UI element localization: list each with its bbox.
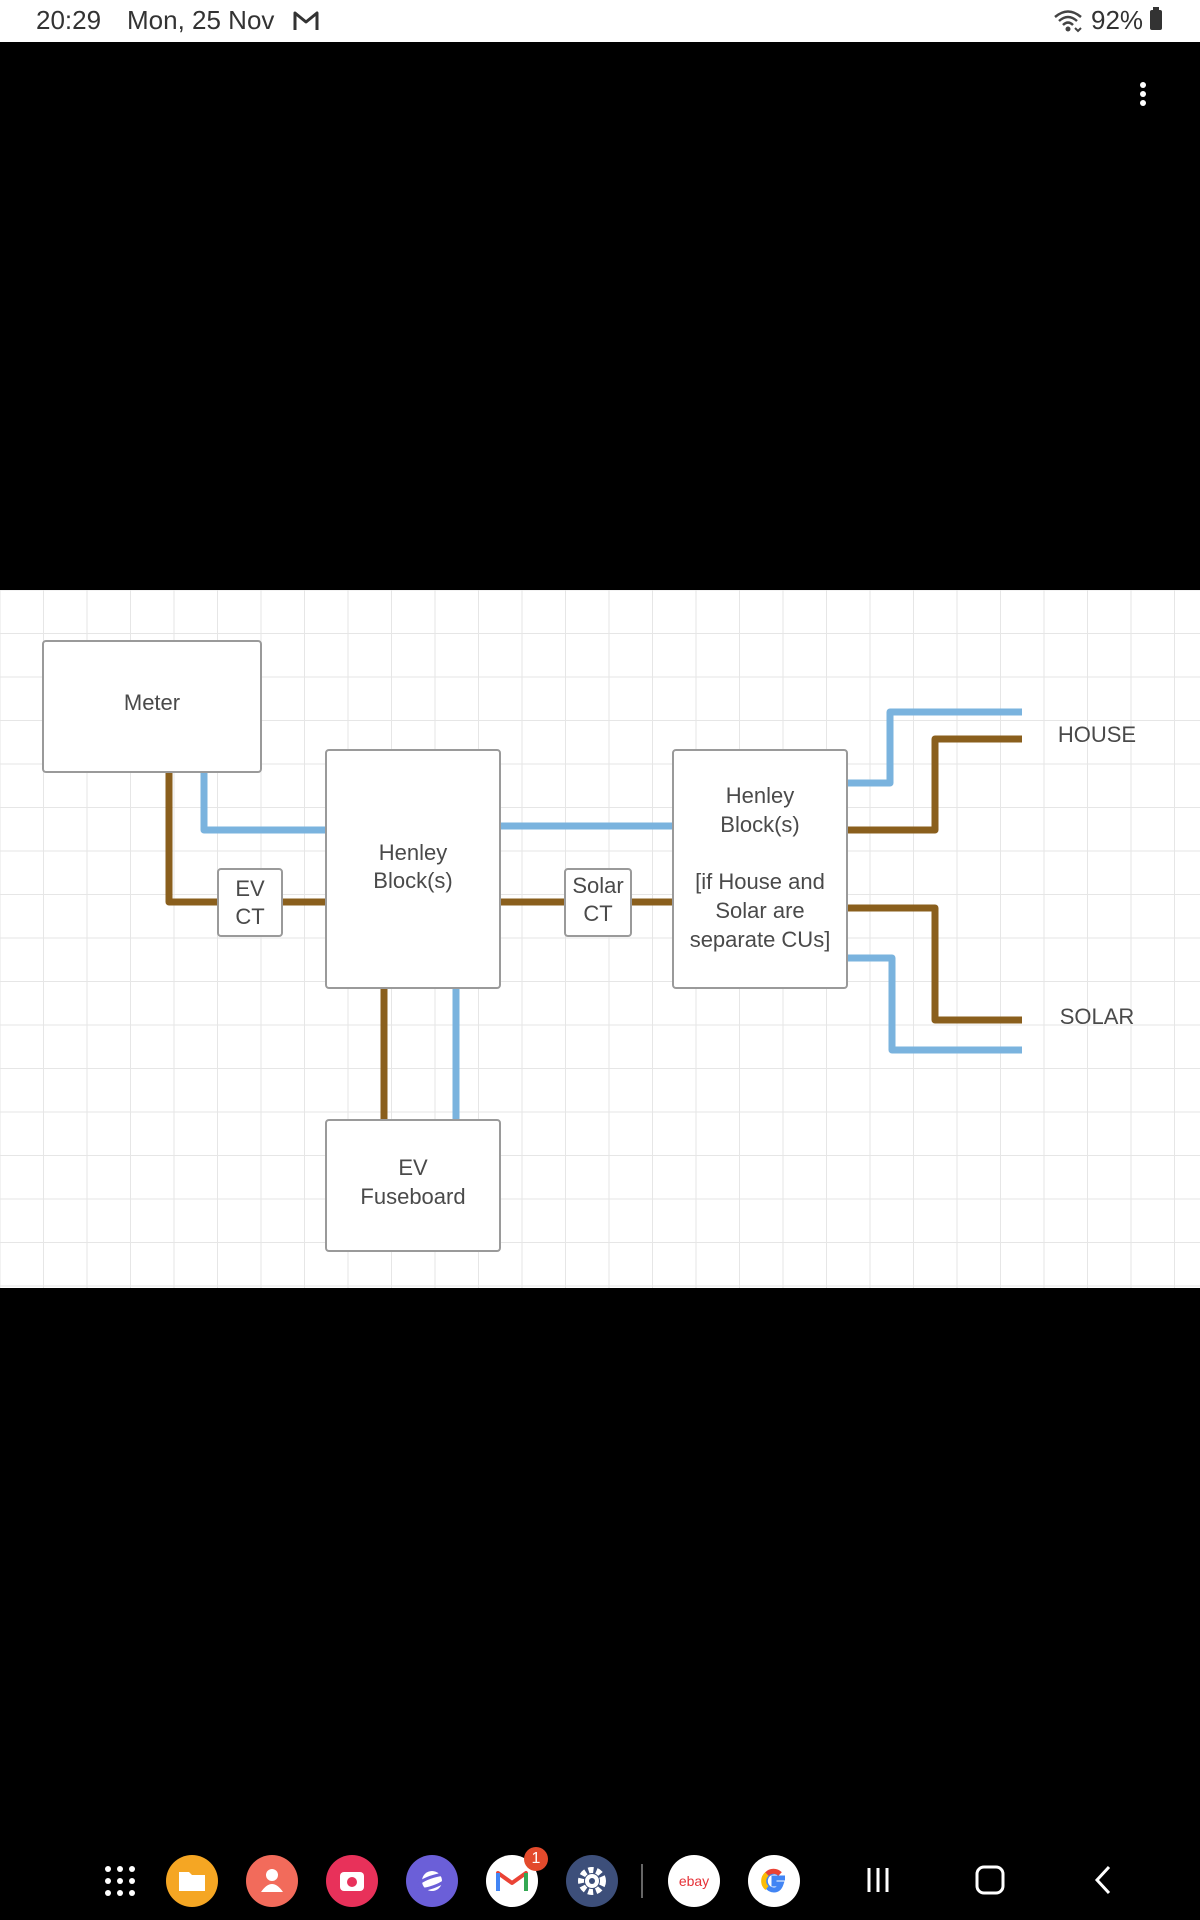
samsung-internet-app[interactable] (406, 1855, 458, 1907)
henley-main-label-line-1: Henley (379, 840, 447, 865)
battery-percent: 92% (1091, 5, 1144, 35)
solar-ct-box (564, 868, 632, 937)
henley-split-label-line-1: Henley (726, 783, 794, 808)
ev-fuseboard-box (325, 1119, 501, 1252)
gmail-app[interactable]: 1 (486, 1847, 548, 1907)
henley-split-label-line-3: [if House and (695, 869, 825, 894)
svg-text:ebay: ebay (679, 1873, 709, 1889)
henley-block-main-box (325, 749, 501, 989)
camera-app[interactable] (326, 1855, 378, 1907)
henley-main-label-line-2: Block(s) (373, 868, 452, 893)
settings-app[interactable] (566, 1855, 618, 1907)
home-icon (975, 1865, 1005, 1895)
meter-label: Meter (124, 690, 180, 715)
contacts-app[interactable] (246, 1855, 298, 1907)
more-options-button[interactable] (1128, 78, 1158, 108)
ev-ct-box (217, 868, 283, 937)
status-time: 20:29 (36, 5, 102, 35)
cable-blue-meter (200, 772, 326, 834)
wiring-diagram: Meter EV CT Henley Block(s) Solar CT Hen… (0, 590, 1200, 1288)
folder-icon (179, 1872, 205, 1891)
camera-icon (340, 1872, 364, 1891)
ev-ct-label-line-2: CT (235, 904, 264, 929)
ebay-app[interactable]: ebay (668, 1855, 720, 1907)
grid-dots-icon (105, 1866, 135, 1896)
cables (165, 708, 1022, 1120)
dock-divider (641, 1864, 643, 1898)
henley-block-split-box (672, 749, 848, 989)
diagram-image[interactable]: Meter EV CT Henley Block(s) Solar CT Hen… (0, 590, 1200, 1288)
status-date: Mon, 25 Nov (127, 5, 275, 35)
cable-blue-solar (847, 954, 1022, 1054)
person-icon (261, 1869, 283, 1892)
cable-brown-solar (847, 904, 1022, 1024)
solar-label: SOLAR (1060, 1004, 1135, 1029)
recents-button[interactable] (856, 1858, 900, 1902)
planet-icon (414, 1871, 450, 1891)
henley-split-label-line-5: separate CUs] (690, 927, 831, 952)
battery-icon (1150, 7, 1162, 30)
status-bar: 20:29 Mon, 25 Nov 92% (0, 0, 1200, 42)
cable-brown-house (847, 735, 1022, 834)
cable-blue-house (847, 708, 1022, 787)
back-button[interactable] (1082, 1858, 1126, 1902)
home-button[interactable] (968, 1858, 1012, 1902)
cable-brown-meter (165, 772, 218, 906)
henley-split-label-line-2: Block(s) (720, 812, 799, 837)
my-files-app[interactable] (166, 1855, 218, 1907)
ev-fuseboard-label-line-1: EV (398, 1155, 428, 1180)
solar-ct-label-line-1: Solar (572, 873, 623, 898)
house-label: HOUSE (1058, 722, 1136, 747)
google-icon (761, 1868, 785, 1893)
solar-ct-label-line-2: CT (583, 901, 612, 926)
google-app[interactable] (748, 1855, 800, 1907)
meter-box (42, 640, 262, 773)
ev-fuseboard-label-line-2: Fuseboard (360, 1184, 465, 1209)
more-vert-icon (1140, 82, 1146, 88)
taskbar: 1 ebay (0, 1840, 1200, 1920)
gmail-icon (496, 1871, 528, 1891)
app-drawer-button[interactable] (94, 1855, 146, 1907)
henley-split-label-line-4: Solar are (715, 898, 804, 923)
recents-icon (867, 1868, 889, 1892)
gear-icon (578, 1867, 606, 1895)
wifi-icon (1054, 10, 1082, 33)
gmail-badge: 1 (524, 1847, 548, 1871)
ebay-icon: ebay (679, 1873, 709, 1889)
ev-ct-label-line-1: EV (235, 876, 265, 901)
gmail-outline-icon (293, 11, 319, 30)
back-icon (1094, 1865, 1111, 1895)
